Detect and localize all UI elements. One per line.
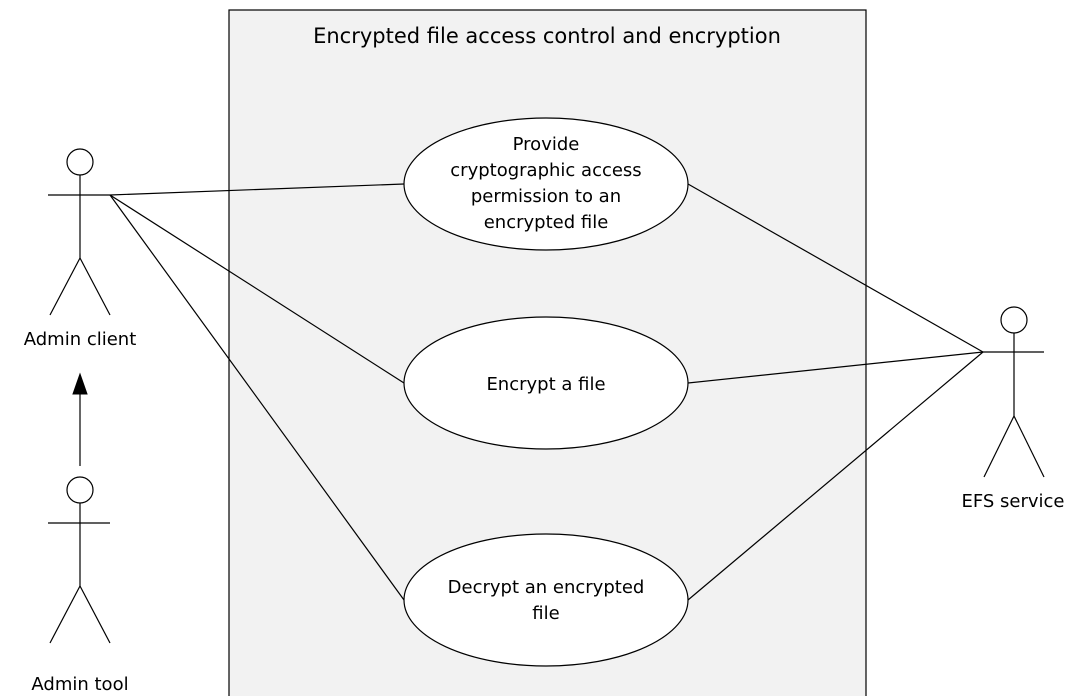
use-case-provide-access: Provide cryptographic access permission … [403,117,689,251]
association-admin-client-encrypt [109,194,405,384]
actor-admin-tool: Admin tool [31,476,129,695]
use-case-encrypt-file: Encrypt a file [403,316,689,450]
use-case-label-line: Encrypt a file [486,374,605,395]
actor-admin-client: Admin client [24,148,137,350]
association-efs-encrypt [687,351,984,384]
use-case-label-line: permission to an [471,186,621,207]
use-case-label-line: file [532,603,559,624]
association-efs-provide-access [687,183,984,353]
use-case-label-line: cryptographic access [450,160,641,181]
actor-head [66,148,94,176]
actor-head [66,476,94,504]
associations [109,183,984,601]
association-admin-client-decrypt [109,194,405,601]
generalization-arrow [72,372,88,466]
use-case-label-line: encrypted file [484,212,609,233]
association-admin-client-provide-access [109,183,405,196]
actor-head [1000,306,1028,334]
use-case-label-line: Provide [513,134,580,155]
system-title: Encrypted file access control and encryp… [313,24,781,48]
actor-label-admin-tool: Admin tool [31,674,128,695]
association-efs-decrypt [687,351,984,601]
actor-efs-service: EFS service [961,306,1065,512]
actor-label-efs-service: EFS service [961,491,1064,512]
actor-label-admin-client: Admin client [24,329,137,350]
use-case-decrypt-file: Decrypt an encrypted file [403,533,689,667]
use-case-label-line: Decrypt an encrypted [448,577,645,598]
